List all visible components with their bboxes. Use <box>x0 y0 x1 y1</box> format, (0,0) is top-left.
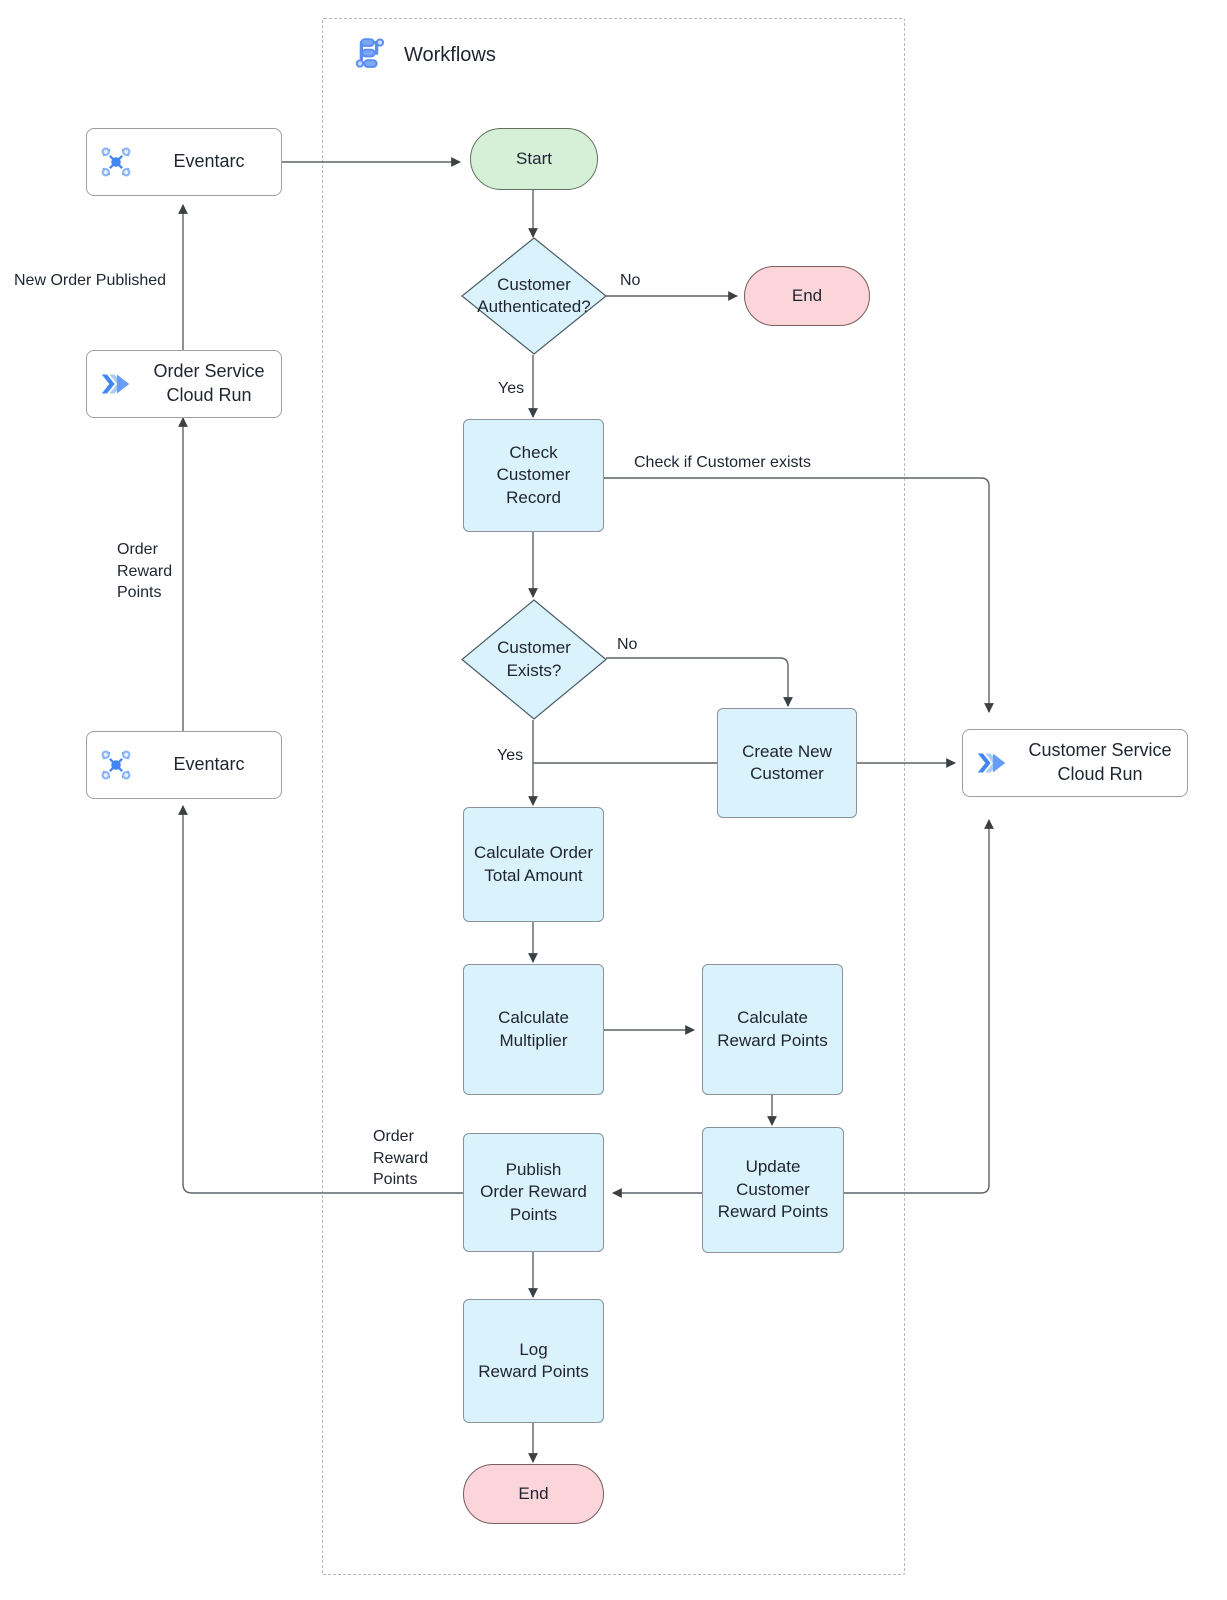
edge-label-check-if-customer-exists: Check if Customer exists <box>634 454 811 471</box>
node-start-label: Start <box>516 148 552 168</box>
cloud-run-icon <box>101 374 130 394</box>
edge-label-new-order-published: New Order Published <box>14 272 167 289</box>
workflows-icon <box>355 38 385 68</box>
node-calculate-order-total[interactable]: Calculate Order Total Amount <box>463 807 604 922</box>
edge-label-exists-no: No <box>617 636 638 653</box>
node-end-auth-label: End <box>791 285 823 305</box>
node-create-new-customer-label: Create New Customer <box>742 741 832 783</box>
service-customer-service-label: Customer Service Cloud Run <box>1028 740 1172 784</box>
edge-label-exists-yes: Yes <box>497 747 524 764</box>
service-order-service-cloud-run[interactable]: Order Service Cloud Run <box>86 350 282 418</box>
service-customer-service-cloud-run[interactable]: Customer Service Cloud Run <box>962 729 1188 797</box>
service-eventarc-top[interactable]: Eventarc <box>86 128 282 196</box>
node-update-customer-reward-points-label: Update Customer Reward Points <box>717 1157 829 1222</box>
node-end-auth[interactable]: End <box>744 266 870 326</box>
edge-label-auth-no: No <box>620 272 641 289</box>
service-eventarc-bottom-label: Eventarc <box>173 754 245 775</box>
node-publish-order-reward-points[interactable]: Publish Order Reward Points <box>463 1133 604 1252</box>
node-calculate-reward-points[interactable]: Calculate Reward Points <box>702 964 843 1095</box>
node-calculate-reward-points-label: Calculate Reward Points <box>717 1008 828 1050</box>
node-calculate-multiplier-label: Calculate Multiplier <box>498 1008 569 1050</box>
node-end-final[interactable]: End <box>463 1464 604 1524</box>
workflows-group-title: Workflows <box>404 44 496 66</box>
eventarc-icon <box>101 147 131 177</box>
node-create-new-customer[interactable]: Create New Customer <box>717 708 857 818</box>
node-calculate-order-total-label: Calculate Order Total Amount <box>473 843 594 885</box>
workflows-group-container <box>322 18 905 1575</box>
service-eventarc-bottom[interactable]: Eventarc <box>86 731 282 799</box>
edge-label-auth-yes: Yes <box>498 380 525 397</box>
node-end-final-label: End <box>518 1483 549 1503</box>
eventarc-icon <box>101 750 131 780</box>
decision-diamond-shape <box>461 237 607 355</box>
node-customer-exists-label: Customer Exists? <box>497 638 571 680</box>
node-log-reward-points-label: Log Reward Points <box>478 1339 589 1381</box>
edge-label-order-reward-points-left: Order Reward Points <box>117 541 173 602</box>
cloud-run-icon <box>977 753 1006 773</box>
service-eventarc-top-label: Eventarc <box>173 151 245 172</box>
node-customer-exists[interactable]: Customer Exists? <box>461 599 607 720</box>
node-check-customer-record[interactable]: Check Customer Record <box>463 419 604 532</box>
decision-diamond-shape <box>461 599 607 720</box>
node-check-customer-record-label: Check Customer Record <box>496 442 571 507</box>
node-publish-order-reward-points-label: Publish Order Reward Points <box>480 1159 587 1224</box>
node-customer-authenticated-label: Customer Authenticated? <box>477 274 591 316</box>
edge-label-order-reward-points-publish: Order Reward Points <box>373 1128 429 1189</box>
node-calculate-multiplier[interactable]: Calculate Multiplier <box>463 964 604 1095</box>
node-customer-authenticated[interactable]: Customer Authenticated? <box>461 237 607 355</box>
node-update-customer-reward-points[interactable]: Update Customer Reward Points <box>702 1127 844 1253</box>
service-order-service-label: Order Service Cloud Run <box>153 361 265 405</box>
node-log-reward-points[interactable]: Log Reward Points <box>463 1299 604 1423</box>
node-start[interactable]: Start <box>470 128 598 190</box>
